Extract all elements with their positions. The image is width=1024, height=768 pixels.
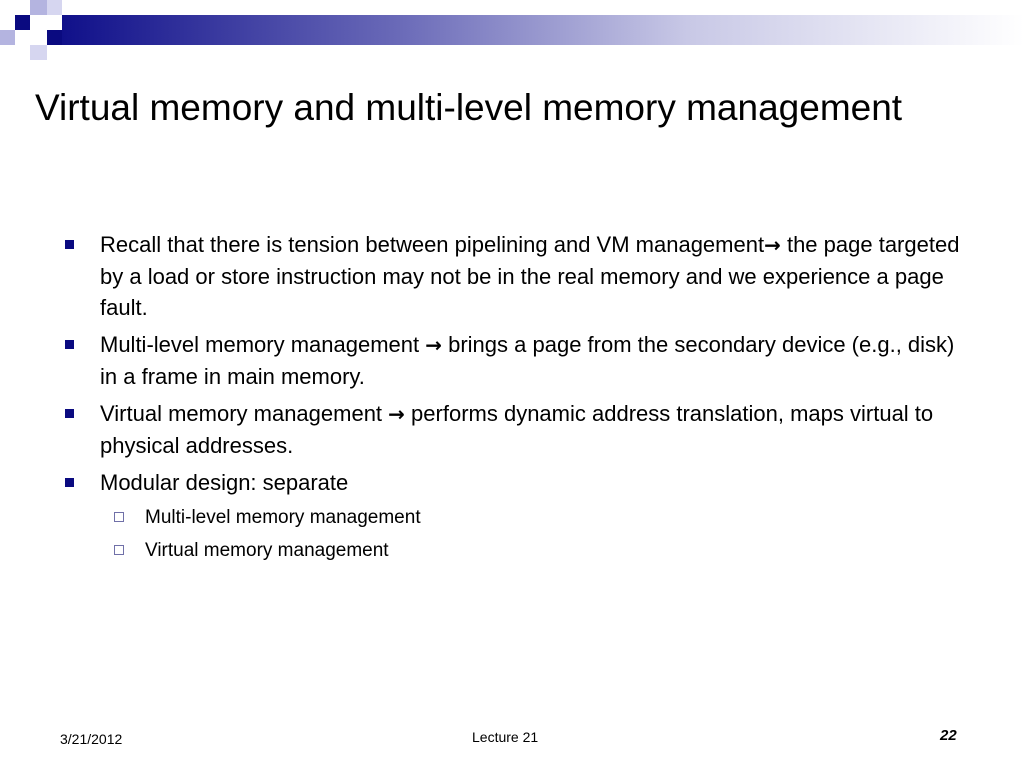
bullet-text-continued: performs dynamic address translation, ma… — [100, 401, 934, 458]
decor-square-lavender-1 — [30, 0, 47, 15]
bullet-list: Recall that there is tension between pip… — [62, 229, 962, 570]
right-arrow-icon: → — [764, 233, 781, 257]
sub-bullet-text: Multi-level memory management — [145, 507, 421, 528]
decor-square-lavender-4 — [30, 45, 47, 60]
sub-bullet-item: Virtual memory management — [62, 537, 962, 564]
page-number: 22 — [940, 727, 957, 744]
bullet-text: Recall that there is tension between pip… — [100, 232, 765, 257]
bullet-item: Multi-level memory management → brings a… — [62, 329, 962, 392]
bullet-item: Recall that there is tension between pip… — [62, 229, 962, 323]
bullet-item: Virtual memory management → performs dyn… — [62, 398, 962, 461]
footer-lecture-label: Lecture 21 — [472, 729, 539, 745]
hollow-square-icon — [114, 512, 124, 522]
bullet-text: Multi-level memory management — [100, 332, 426, 357]
bullet-text-continued: brings a page from the secondary device … — [100, 332, 955, 389]
decor-square-navy-2 — [47, 30, 62, 45]
hollow-square-icon — [114, 545, 124, 555]
bullet-text-continued: the page targeted by a load or store ins… — [100, 232, 960, 320]
decor-square-navy-1 — [15, 15, 30, 30]
decor-square-lavender-3 — [0, 30, 15, 45]
sub-bullet-item: Multi-level memory management — [62, 504, 962, 531]
header-gradient-bar — [62, 15, 1024, 45]
decor-square-lavender-2 — [47, 0, 62, 15]
bullet-item: Modular design: separate — [62, 467, 962, 498]
sub-bullet-text: Virtual memory management — [145, 540, 389, 561]
sub-bullet-list: Multi-level memory management Virtual me… — [62, 504, 962, 564]
slide-title: Virtual memory and multi-level memory ma… — [35, 87, 903, 128]
footer-date: 3/21/2012 — [60, 731, 123, 747]
filled-square-icon — [65, 240, 74, 249]
right-arrow-icon: → — [388, 402, 405, 426]
filled-square-icon — [65, 409, 74, 418]
filled-square-icon — [65, 478, 74, 487]
filled-square-icon — [65, 340, 74, 349]
bullet-text: Virtual memory management — [100, 401, 389, 426]
bullet-text: Modular design: separate — [100, 470, 349, 495]
right-arrow-icon: → — [425, 333, 442, 357]
